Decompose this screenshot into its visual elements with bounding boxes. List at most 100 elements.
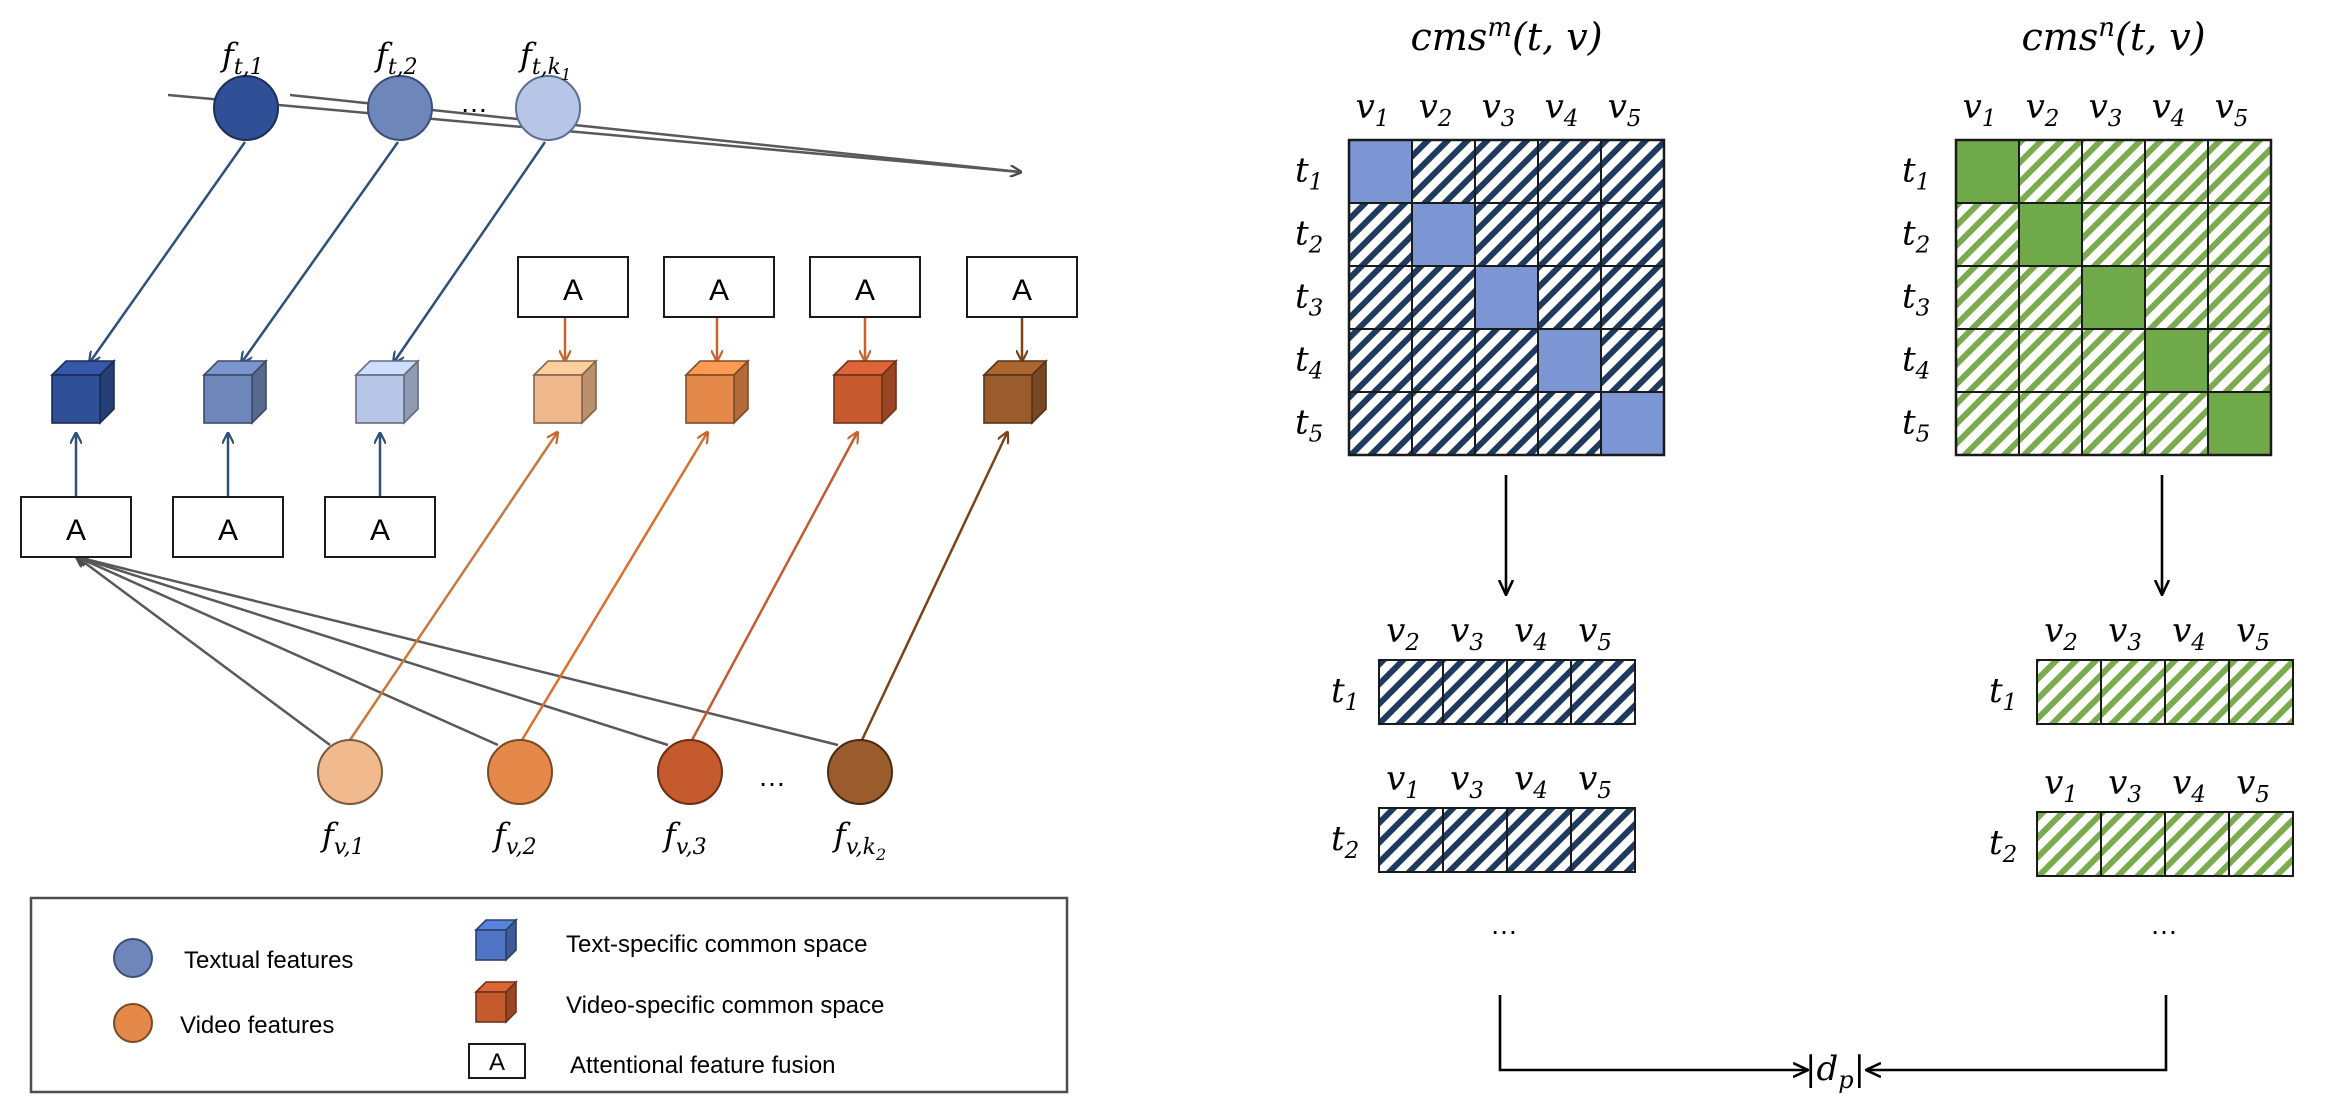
column-label-v4: v4 <box>2152 87 2186 132</box>
row-cell <box>2036 659 2102 725</box>
row-column-label-v4: v4 <box>1514 611 1548 656</box>
matrix-cell <box>2018 265 2083 330</box>
matrix-cell <box>2081 328 2146 393</box>
text-fusion-box-1: A <box>20 496 132 558</box>
matrix-cell-diagonal <box>1411 202 1476 267</box>
arrow-fv3-to-text-fusion <box>77 557 669 747</box>
matrix-cell <box>1537 202 1602 267</box>
matrix-cell <box>1600 328 1665 393</box>
column-label-v3: v3 <box>2089 87 2123 132</box>
row-column-label-v3: v3 <box>1450 611 1484 656</box>
row-column-label-v4: v4 <box>1514 759 1548 804</box>
arrow-ft1-to-video-fusion <box>167 93 1020 172</box>
row-cell <box>2164 659 2230 725</box>
video-feature-label: fv,2 <box>492 816 537 860</box>
row-column-label-v4: v4 <box>2172 763 2206 808</box>
video-feature-node <box>827 739 893 805</box>
matrix-cell <box>1537 391 1602 456</box>
svg-text:A: A <box>66 514 86 547</box>
video-features-ellipsis: … <box>758 761 786 792</box>
matrix-cell-diagonal <box>2018 202 2083 267</box>
legend-video-cube <box>474 980 518 1024</box>
matrix-cell-diagonal <box>1537 328 1602 393</box>
video-fusion-box-4: A <box>966 256 1078 318</box>
video-cube-1 <box>532 359 598 425</box>
arrow-m-to-distance <box>1498 995 1807 1070</box>
matrix-cell <box>1955 202 2020 267</box>
matrix-cell <box>2144 265 2209 330</box>
legend-label-video-specific-space: Video-specific common space <box>566 992 884 1019</box>
row-column-label-v1: v1 <box>2044 763 2078 808</box>
video-feature-label: fv,k2 <box>832 816 886 864</box>
svg-text:A: A <box>1012 274 1032 307</box>
row-column-label-v5: v5 <box>1578 611 1612 656</box>
row-column-label-v5: v5 <box>2236 763 2270 808</box>
matrix-title: cmsn(t, v) <box>2021 13 2205 59</box>
row-cell <box>2228 811 2294 877</box>
video-feature-3: fv,3 <box>657 739 723 860</box>
text-feature-label: ft,1 <box>220 36 264 80</box>
box-icon: A <box>468 1043 526 1079</box>
text-fusion-box-2: A <box>172 496 284 558</box>
attention-diagram: ft,1 ft,2 … ft,k1 A A A A <box>20 36 1078 864</box>
matrix-cell <box>1600 139 1665 204</box>
arrow-fvk-to-text-fusion <box>77 557 839 747</box>
matrix-cell <box>1411 139 1476 204</box>
column-label-v5: v5 <box>1608 87 1642 132</box>
row-cell <box>1570 807 1636 873</box>
row-label-t2: t2 <box>1295 214 1323 259</box>
matrix-m-ellipsis: … <box>1490 909 1518 940</box>
column-label-v2: v2 <box>2026 87 2060 132</box>
matrix-cell <box>2207 139 2272 204</box>
video-feature-label: fv,3 <box>662 816 707 860</box>
row-column-label-v3: v3 <box>2108 611 2142 656</box>
video-feature-label: fv,1 <box>320 816 365 860</box>
video-feature-1: fv,1 <box>317 739 383 860</box>
matrix-cell-diagonal <box>1474 265 1539 330</box>
matrix-cell <box>1474 391 1539 456</box>
legend-label-attentional-fusion: Attentional feature fusion <box>570 1052 836 1079</box>
video-fusion-box-1: A <box>517 256 629 318</box>
row-cell <box>1378 659 1444 725</box>
arrow-fv1-to-text-fusion <box>77 557 331 747</box>
column-label-v3: v3 <box>1482 87 1516 132</box>
matrix-cell <box>1411 328 1476 393</box>
svg-text:A: A <box>563 274 583 307</box>
matrix-cell-diagonal <box>2081 265 2146 330</box>
row-label-t4: t4 <box>1295 340 1323 385</box>
matrix-cell <box>1537 265 1602 330</box>
matrix-cell <box>2207 328 2272 393</box>
text-feature-label: ft,k1 <box>518 36 571 84</box>
matrix-title: cmsm(t, v) <box>1410 13 1602 59</box>
matrix-cell <box>1955 328 2020 393</box>
matrix-cell <box>2144 139 2209 204</box>
row-label-t4: t4 <box>1902 340 1930 385</box>
row-cell <box>1570 659 1636 725</box>
video-fusion-box-3: A <box>809 256 921 318</box>
svg-text:A: A <box>218 514 238 547</box>
row-column-label-v4: v4 <box>2172 611 2206 656</box>
matrix-cell <box>1474 328 1539 393</box>
text-cube-1 <box>50 359 116 425</box>
arrow-fv2-to-text-fusion <box>77 557 499 747</box>
matrix-cell <box>2207 202 2272 267</box>
text-feature-k: ft,k1 <box>515 36 581 141</box>
text-specific-cubes <box>50 359 420 425</box>
column-label-v1: v1 <box>1356 87 1390 132</box>
text-features-ellipsis: … <box>460 87 488 118</box>
row-column-label-v3: v3 <box>1450 759 1484 804</box>
circle-icon <box>113 938 153 978</box>
text-feature-node <box>367 75 433 141</box>
row-cell <box>2100 659 2166 725</box>
row-cell <box>2100 811 2166 877</box>
matrix-cell <box>1474 139 1539 204</box>
matrix-cell <box>1348 202 1413 267</box>
matrix-cell <box>1955 391 2020 456</box>
matrix-cell <box>2207 265 2272 330</box>
matrix-cell <box>1411 265 1476 330</box>
matrix-cell <box>1348 265 1413 330</box>
matrix-n-ellipsis: … <box>2150 909 2178 940</box>
matrix-cell <box>2018 328 2083 393</box>
